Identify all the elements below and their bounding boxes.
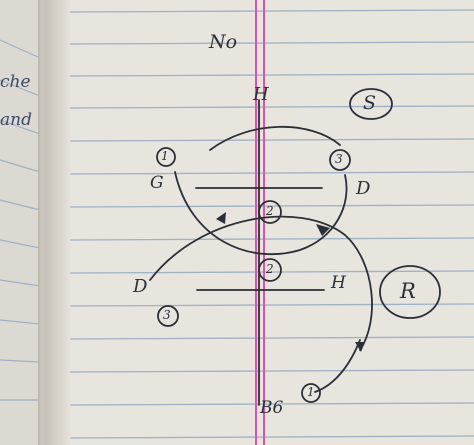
arrowhead-bottom [355,342,365,352]
ruled-lines [69,9,474,439]
circle-n1 [156,147,176,167]
margin-fragment-2: and [0,110,32,130]
left-page-edge [0,0,40,445]
outer-arc [149,215,373,351]
page-heading: No [209,31,238,53]
top-sweep-arc [209,125,341,151]
num-n1-bottom: 1 [307,385,315,399]
label-lower-right: H [331,273,346,293]
circle-r [379,265,441,319]
circle-n2-upper [258,200,282,224]
num-n3-low: 3 [163,308,171,322]
label-top-axis: H [253,84,269,105]
num-n2-lower: 2 [266,262,274,276]
upper-bowl-arc [174,171,348,256]
arrowheads [216,212,365,352]
circle-n1-bottom [301,383,321,403]
arrowhead-right [316,224,330,236]
num-n1: 1 [161,149,169,163]
num-n3-top: 3 [335,152,343,166]
page-stack-edge [40,0,45,445]
label-r: R [400,279,416,303]
label-bottom-axis: B6 [260,398,284,418]
circle-n2-lower [258,258,282,282]
left-page-rules [0,39,41,401]
bottom-return-arc [314,339,361,393]
arrowhead-left [216,212,226,224]
circle-n3-low [157,305,179,327]
margin-fragment-1: che [0,72,31,92]
num-n2-upper: 2 [266,204,274,218]
circle-n3-top [329,149,351,171]
label-upper-left: G [150,173,164,193]
circle-s [349,88,393,120]
ink-diagram [149,88,441,406]
label-lower-left: D [133,276,148,297]
label-upper-right: D [356,178,371,199]
label-s: S [363,92,377,114]
